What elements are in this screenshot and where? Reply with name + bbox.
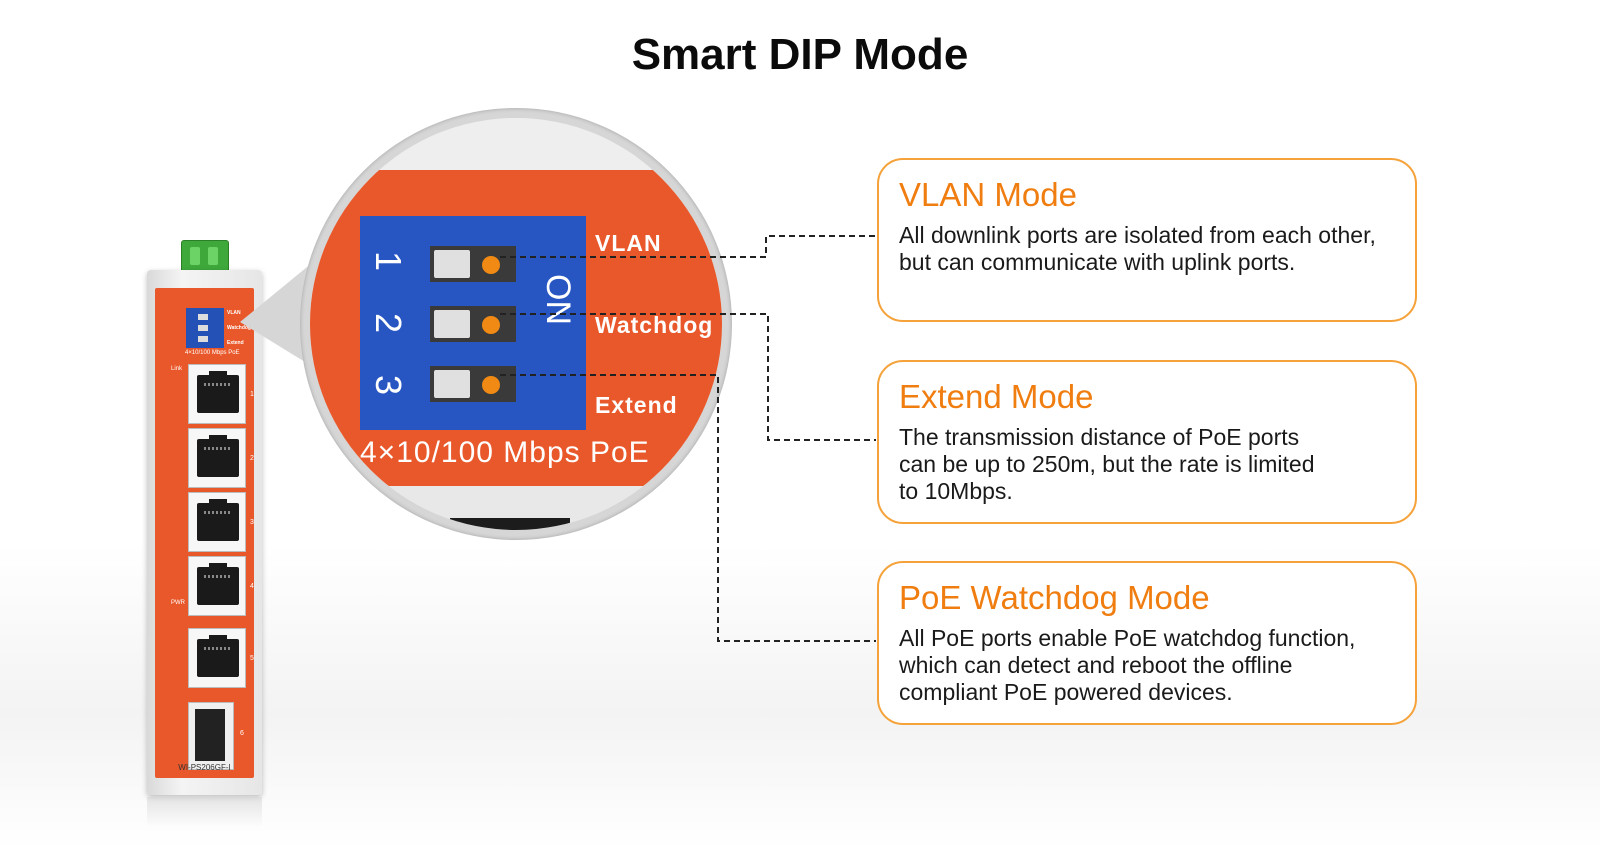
port-number: 1 (250, 391, 254, 398)
pwr-label: PWR (171, 600, 185, 606)
rj45-port (188, 492, 246, 552)
poe-watchdog-mode-card: PoE Watchdog Mode All PoE ports enable P… (877, 561, 1417, 725)
device-dip-label-extend: Extend (227, 340, 244, 346)
vlan-mode-text: All downlink ports are isolated from eac… (899, 222, 1376, 248)
extend-mode-text: can be up to 250m, but the rate is limit… (899, 451, 1315, 477)
port-number: 6 (240, 730, 244, 737)
indicator-dot-icon (482, 376, 500, 394)
dip-switch-3 (430, 366, 516, 402)
vlan-mode-title: VLAN Mode (899, 176, 1077, 213)
port-number: 5 (250, 655, 254, 662)
extend-mode-text: to 10Mbps. (899, 478, 1013, 504)
connector-watchdog (500, 313, 876, 441)
sfp-port (188, 702, 234, 770)
dip-zoom-circle: 1 2 3 ON VLAN Watchdog Extend 4×10/100 M… (300, 108, 732, 540)
poe-watchdog-mode-text: All PoE ports enable PoE watchdog functi… (899, 625, 1356, 651)
rj45-port (188, 628, 246, 688)
connector-vlan (500, 235, 876, 258)
zoom-label-watchdog: Watchdog (595, 312, 714, 338)
zoom-label-vlan: VLAN (595, 230, 662, 256)
device-reflection (147, 797, 262, 827)
device-dip-label-vlan: VLAN (227, 310, 241, 316)
rj45-port (188, 364, 246, 424)
extend-mode-text: The transmission distance of PoE ports (899, 424, 1300, 450)
extend-mode-title: Extend Mode (899, 378, 1094, 415)
device-front-panel: VLAN Watchdog Extend 4×10/100 Mbps PoE L… (155, 288, 254, 778)
device-housing: VLAN Watchdog Extend 4×10/100 Mbps PoE L… (147, 270, 262, 795)
port-number: 2 (250, 455, 254, 462)
indicator-dot-icon (482, 256, 500, 274)
power-terminal-block (181, 240, 229, 275)
port-number: 4 (250, 583, 254, 590)
vlan-mode-card: VLAN Mode All downlink ports are isolate… (877, 158, 1417, 322)
page-title: Smart DIP Mode (631, 30, 969, 79)
device-dip-switch (186, 308, 224, 348)
port-number: 3 (250, 519, 254, 526)
dip-switch-1 (430, 246, 516, 282)
link-label: Link (171, 366, 183, 372)
zoom-label-extend: Extend (595, 392, 678, 418)
poe-watchdog-mode-text: which can detect and reboot the offline (899, 652, 1293, 678)
poe-switch-device: VLAN Watchdog Extend 4×10/100 Mbps PoE L… (147, 240, 262, 795)
poe-watchdog-mode-title: PoE Watchdog Mode (899, 579, 1210, 616)
extend-mode-card: Extend Mode The transmission distance of… (877, 360, 1417, 524)
rj45-port (188, 428, 246, 488)
dip-switch-2 (430, 306, 516, 342)
connector-extend (500, 374, 876, 642)
zoom-speed-label: 4×10/100 Mbps PoE (360, 436, 650, 469)
device-dip-label-watchdog: Watchdog (227, 325, 251, 331)
device-speed-label: 4×10/100 Mbps PoE (185, 350, 240, 356)
indicator-dot-icon (482, 316, 500, 334)
poe-watchdog-mode-text: compliant PoE powered devices. (899, 679, 1233, 705)
vlan-mode-text: but can communicate with uplink ports. (899, 249, 1296, 275)
zoom-port-edge (450, 518, 570, 530)
rj45-port (188, 556, 246, 616)
device-model-label: WI-PS206GF-I (178, 763, 231, 772)
